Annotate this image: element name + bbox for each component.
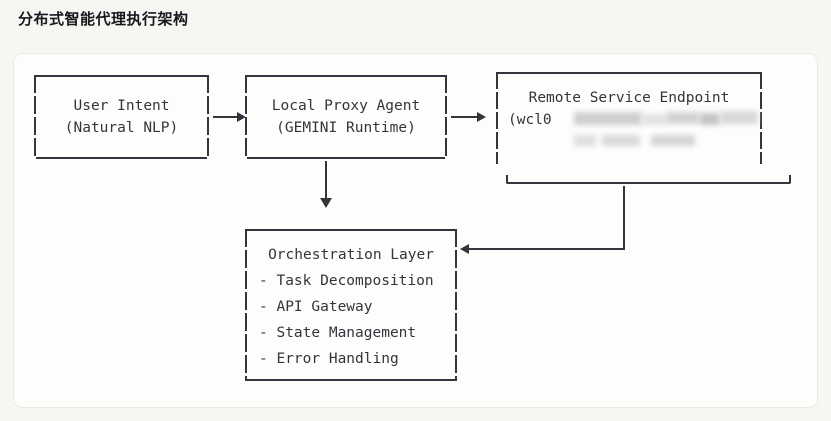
edge-remote-to-orchestration-arrowhead (460, 244, 469, 254)
redaction-block (651, 135, 695, 146)
box-border-top (34, 75, 209, 77)
redaction-block (574, 112, 642, 125)
box-border-left (245, 229, 247, 381)
box-border-bottom (245, 157, 447, 159)
node-remote-service-endpoint[interactable]: Remote Service Endpoint (wcl0 (496, 72, 762, 164)
node-orchestration-title: Orchestration Layer (268, 247, 434, 263)
redaction-block (602, 135, 640, 146)
node-local-proxy-line-2: (GEMINI Runtime) (276, 120, 416, 136)
edge-local-proxy-to-orchestration-arrowhead (320, 198, 332, 208)
node-local-proxy-line-1: Local Proxy Agent (271, 98, 421, 114)
node-orchestration-item-task-decomposition: - Task Decomposition (259, 273, 434, 289)
box-border-left (245, 75, 247, 159)
box-border-right (455, 229, 457, 381)
node-body: User Intent (Natural NLP) (34, 75, 209, 159)
node-remote-title: Remote Service Endpoint (528, 90, 730, 106)
node-user-intent-line-2: (Natural NLP) (64, 120, 179, 136)
box-border-top (245, 229, 457, 231)
node-remote-bottom-rule (506, 175, 791, 184)
redaction-block (700, 113, 720, 125)
edge-user-intent-to-local-proxy-arrowhead (237, 112, 246, 122)
box-border-left (496, 72, 498, 164)
node-remote-prefix: (wcl0 (508, 112, 552, 128)
node-orchestration-item-api-gateway: - API Gateway (259, 299, 373, 315)
node-remote-redacted-line-2 (496, 131, 762, 151)
node-user-intent-line-1: User Intent (73, 98, 170, 114)
edge-user-intent-to-local-proxy-line (213, 116, 238, 118)
edge-local-proxy-to-remote-line (451, 116, 478, 118)
box-border-right (207, 75, 209, 159)
page-title: 分布式智能代理执行架构 (18, 10, 189, 28)
node-orchestration-item-error-handling: - Error Handling (259, 351, 399, 367)
box-border-bottom (245, 379, 457, 381)
box-border-top (245, 75, 447, 77)
edge-remote-to-orchestration-horizontal (468, 248, 625, 250)
diagram-canvas: User Intent (Natural NLP) Local Proxy Ag… (14, 54, 819, 409)
redaction-block (666, 112, 700, 124)
edge-remote-to-orchestration-vertical (623, 186, 625, 249)
node-body: Remote Service Endpoint (wcl0 (496, 72, 762, 164)
redaction-block (720, 111, 758, 124)
box-border-top (496, 72, 762, 74)
node-local-proxy-agent[interactable]: Local Proxy Agent (GEMINI Runtime) (245, 75, 447, 159)
edge-local-proxy-to-remote-arrowhead (477, 112, 486, 122)
box-border-bottom (34, 157, 209, 159)
box-border-left (34, 75, 36, 159)
box-border-right (445, 75, 447, 159)
redaction-block (574, 135, 596, 146)
node-remote-redacted-line-1: (wcl0 (496, 109, 762, 131)
node-body: Local Proxy Agent (GEMINI Runtime) (245, 75, 447, 159)
redaction-block (642, 114, 666, 125)
node-body: Orchestration Layer - Task Decomposition… (245, 229, 457, 381)
node-orchestration-layer[interactable]: Orchestration Layer - Task Decomposition… (245, 229, 457, 381)
box-border-right (760, 72, 762, 164)
edge-local-proxy-to-orchestration-line (325, 161, 327, 199)
node-user-intent[interactable]: User Intent (Natural NLP) (34, 75, 209, 159)
diagram-card: User Intent (Natural NLP) Local Proxy Ag… (13, 53, 818, 408)
node-orchestration-item-state-management: - State Management (259, 325, 417, 341)
